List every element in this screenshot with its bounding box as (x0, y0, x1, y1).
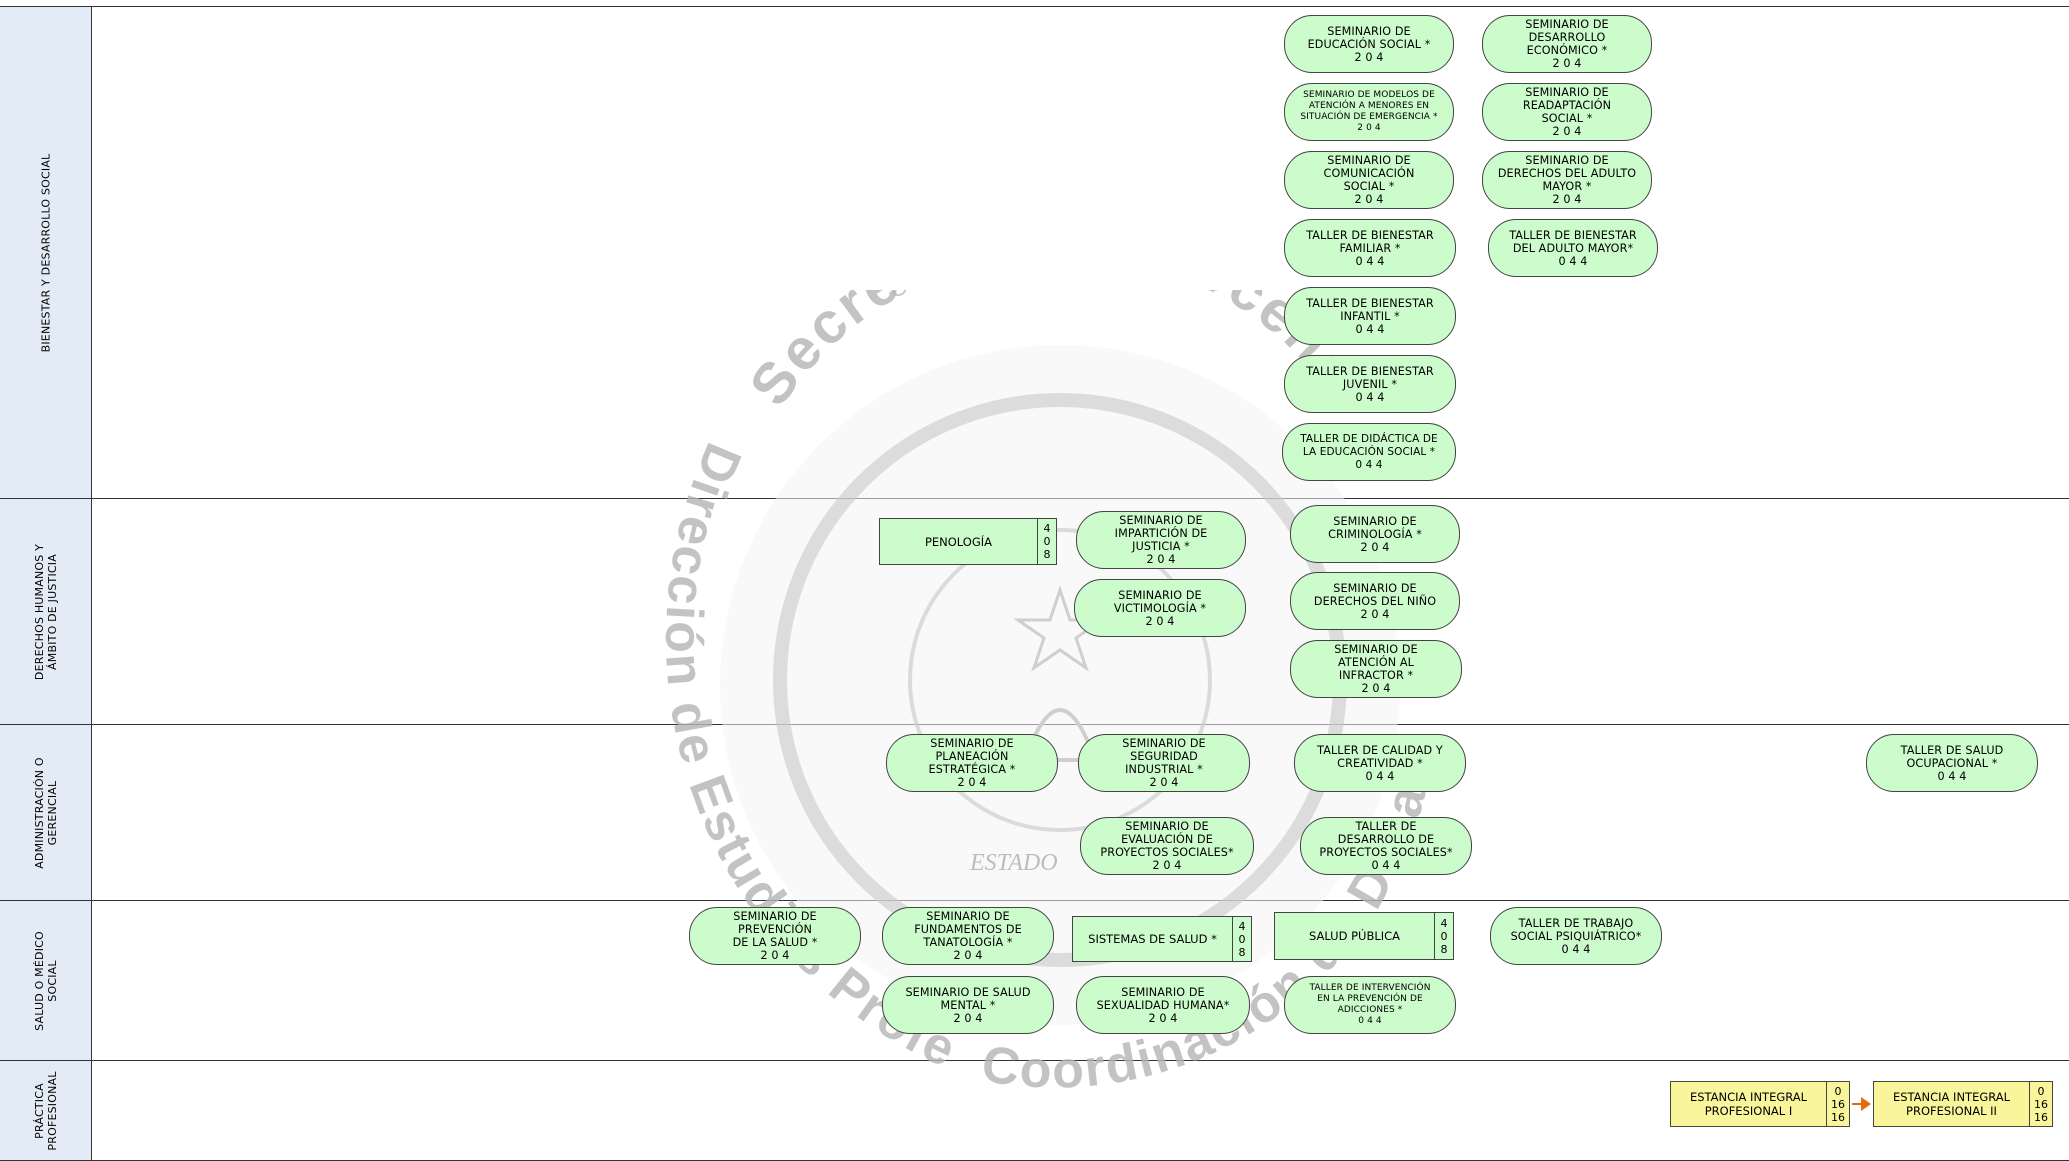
course-title: ESTANCIA INTEGRAL PROFESIONAL I (1689, 1090, 1808, 1118)
course-seminario-tanatologia[interactable]: SEMINARIO DE FUNDAMENTOS DE TANATOLOGÍA … (882, 907, 1054, 965)
course-seminario-salud-mental[interactable]: SEMINARIO DE SALUD MENTAL * 2 0 4 (882, 976, 1054, 1034)
row-label-bienestar: BIENESTAR Y DESARROLLO SOCIAL (0, 7, 92, 498)
row-label-administracion: ADMINISTRACIÓN O GERENCIAL (0, 725, 92, 900)
course-title: SALUD PÚBLICA (1308, 929, 1401, 943)
course-taller-bienestar-juvenil[interactable]: TALLER DE BIENESTAR JUVENIL * 0 4 4 (1284, 355, 1456, 413)
course-seminario-evaluacion-proyectos[interactable]: SEMINARIO DE EVALUACIÓN DE PROYECTOS SOC… (1080, 817, 1254, 875)
row-bienestar: BIENESTAR Y DESARROLLO SOCIAL (0, 6, 2069, 498)
course-title: SISTEMAS DE SALUD * (1088, 932, 1217, 946)
row-label-practica: PRÁCTICA PROFESIONAL (0, 1061, 92, 1160)
course-taller-bienestar-adulto-mayor[interactable]: TALLER DE BIENESTAR DEL ADULTO MAYOR* 0 … (1488, 219, 1658, 277)
course-seminario-prevencion-salud[interactable]: SEMINARIO DE PREVENCIÓN DE LA SALUD * 2 … (689, 907, 861, 965)
arrow-head (1861, 1097, 1871, 1111)
row-label-derechos: DERECHOS HUMANOS Y ÁMBITO DE JUSTICIA (0, 499, 92, 724)
course-title: PENOLOGÍA (924, 534, 993, 549)
course-seminario-modelos-atencion[interactable]: SEMINARIO DE MODELOS DE ATENCIÓN A MENOR… (1284, 83, 1454, 141)
course-seminario-victimologia[interactable]: SEMINARIO DE VICTIMOLOGÍA * 2 0 4 (1074, 579, 1246, 637)
course-taller-bienestar-familiar[interactable]: TALLER DE BIENESTAR FAMILIAR * 0 4 4 (1284, 219, 1456, 277)
row-salud: SALUD O MÉDICO SOCIAL (0, 900, 2069, 1060)
course-seminario-derechos-adulto-mayor[interactable]: SEMINARIO DE DERECHOS DEL ADULTO MAYOR *… (1482, 151, 1652, 209)
course-seminario-criminologia[interactable]: SEMINARIO DE CRIMINOLOGÍA * 2 0 4 (1290, 505, 1460, 563)
course-seminario-atencion-infractor[interactable]: SEMINARIO DE ATENCIÓN AL INFRACTOR * 2 0… (1290, 640, 1462, 698)
course-taller-salud-ocupacional[interactable]: TALLER DE SALUD OCUPACIONAL * 0 4 4 (1866, 734, 2038, 792)
course-taller-intervencion-adicciones[interactable]: TALLER DE INTERVENCIÓN EN LA PREVENCIÓN … (1284, 976, 1456, 1034)
row-label-salud: SALUD O MÉDICO SOCIAL (0, 901, 92, 1060)
course-seminario-educacion-social[interactable]: SEMINARIO DE EDUCACIÓN SOCIAL * 2 0 4 (1284, 15, 1454, 73)
course-seminario-readaptacion-social[interactable]: SEMINARIO DE READAPTACIÓN SOCIAL * 2 0 4 (1482, 83, 1652, 141)
course-title: ESTANCIA INTEGRAL PROFESIONAL II (1892, 1090, 2011, 1118)
course-taller-bienestar-infantil[interactable]: TALLER DE BIENESTAR INFANTIL * 0 4 4 (1284, 287, 1456, 345)
prerequisite-arrow-icon (1852, 1097, 1871, 1111)
course-seminario-imparticion-justicia[interactable]: SEMINARIO DE IMPARTICIÓN DE JUSTICIA * 2… (1076, 511, 1246, 569)
course-taller-calidad-creatividad[interactable]: TALLER DE CALIDAD Y CREATIVIDAD * 0 4 4 (1294, 734, 1466, 792)
course-seminario-seguridad-industrial[interactable]: SEMINARIO DE SEGURIDAD INDUSTRIAL * 2 0 … (1078, 734, 1250, 792)
course-seminario-sexualidad-humana[interactable]: SEMINARIO DE SEXUALIDAD HUMANA* 2 0 4 (1076, 976, 1250, 1034)
course-seminario-derechos-nino[interactable]: SEMINARIO DE DERECHOS DEL NIÑO 2 0 4 (1290, 572, 1460, 630)
course-taller-trabajo-social-psiquiatrico[interactable]: TALLER DE TRABAJO SOCIAL PSIQUIÁTRICO* 0… (1490, 907, 1662, 965)
course-taller-desarrollo-proyectos[interactable]: TALLER DE DESARROLLO DE PROYECTOS SOCIAL… (1300, 817, 1472, 875)
course-seminario-comunicacion-social[interactable]: SEMINARIO DE COMUNICACIÓN SOCIAL * 2 0 4 (1284, 151, 1454, 209)
course-seminario-planeacion-estrategica[interactable]: SEMINARIO DE PLANEACIÓN ESTRATÉGICA * 2 … (886, 734, 1058, 792)
course-taller-didactica-educacion-social[interactable]: TALLER DE DIDÁCTICA DE LA EDUCACIÓN SOCI… (1282, 423, 1456, 481)
course-seminario-desarrollo-economico[interactable]: SEMINARIO DE DESARROLLO ECONÓMICO * 2 0 … (1482, 15, 1652, 73)
